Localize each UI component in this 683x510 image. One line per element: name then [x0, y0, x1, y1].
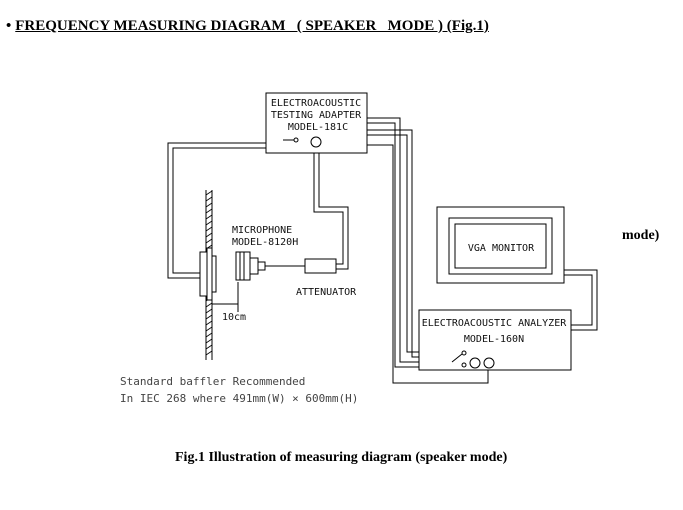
adapter-to-attenuator-cable	[313, 147, 344, 265]
heading-text: FREQUENCY MEASURING DIAGRAM ( SPEAKER MO…	[15, 18, 489, 34]
distance-marker	[211, 282, 239, 312]
bullet: •	[6, 18, 12, 34]
attenuator-icon	[304, 258, 337, 274]
adapter-switch-icon	[283, 137, 299, 143]
distance-label: 10cm	[222, 312, 246, 323]
attenuator-label: ATTENUATOR	[296, 287, 357, 298]
baffle-note-line-2: In IEC 268 where 491mm(W) × 600mm(H)	[120, 392, 358, 405]
baffle-note-line-1: Standard baffler Recommended	[120, 375, 305, 388]
analyzer-jack-icon-1	[469, 357, 481, 369]
monitor-label: VGA MONITOR	[468, 243, 535, 254]
adapter-jack-icon	[310, 136, 322, 148]
adapter-label-line-3: MODEL-181C	[288, 122, 348, 133]
analyzer-label-line-2: MODEL-160N	[464, 334, 524, 345]
adapter-to-baffle-cable	[167, 142, 286, 279]
analyzer-box	[418, 309, 572, 371]
microphone-label-line-1: MICROPHONE	[232, 225, 292, 236]
adapter-to-baffle-cable-inner	[172, 147, 286, 274]
side-note: mode)	[622, 228, 660, 243]
figure-caption: Fig.1 Illustration of measuring diagram …	[175, 450, 508, 465]
analyzer-label-line-1: ELECTROACOUSTIC ANALYZER	[422, 318, 567, 329]
analyzer-return-cable	[367, 144, 489, 384]
microphone-icon	[235, 251, 266, 281]
adapter-label-line-2: TESTING ADAPTER	[271, 110, 362, 121]
analyzer-switch-icon	[451, 350, 467, 368]
vga-monitor	[436, 206, 565, 284]
page-heading: •FREQUENCY MEASURING DIAGRAM ( SPEAKER M…	[6, 18, 489, 35]
adapter-to-attenuator-cable-inner	[318, 147, 349, 270]
adapter-label-line-1: ELECTROACOUSTIC	[271, 98, 361, 109]
microphone-label-line-2: MODEL-8120H	[232, 237, 298, 248]
speaker-icon	[199, 247, 217, 301]
analyzer-jack-icon-2	[483, 357, 495, 369]
